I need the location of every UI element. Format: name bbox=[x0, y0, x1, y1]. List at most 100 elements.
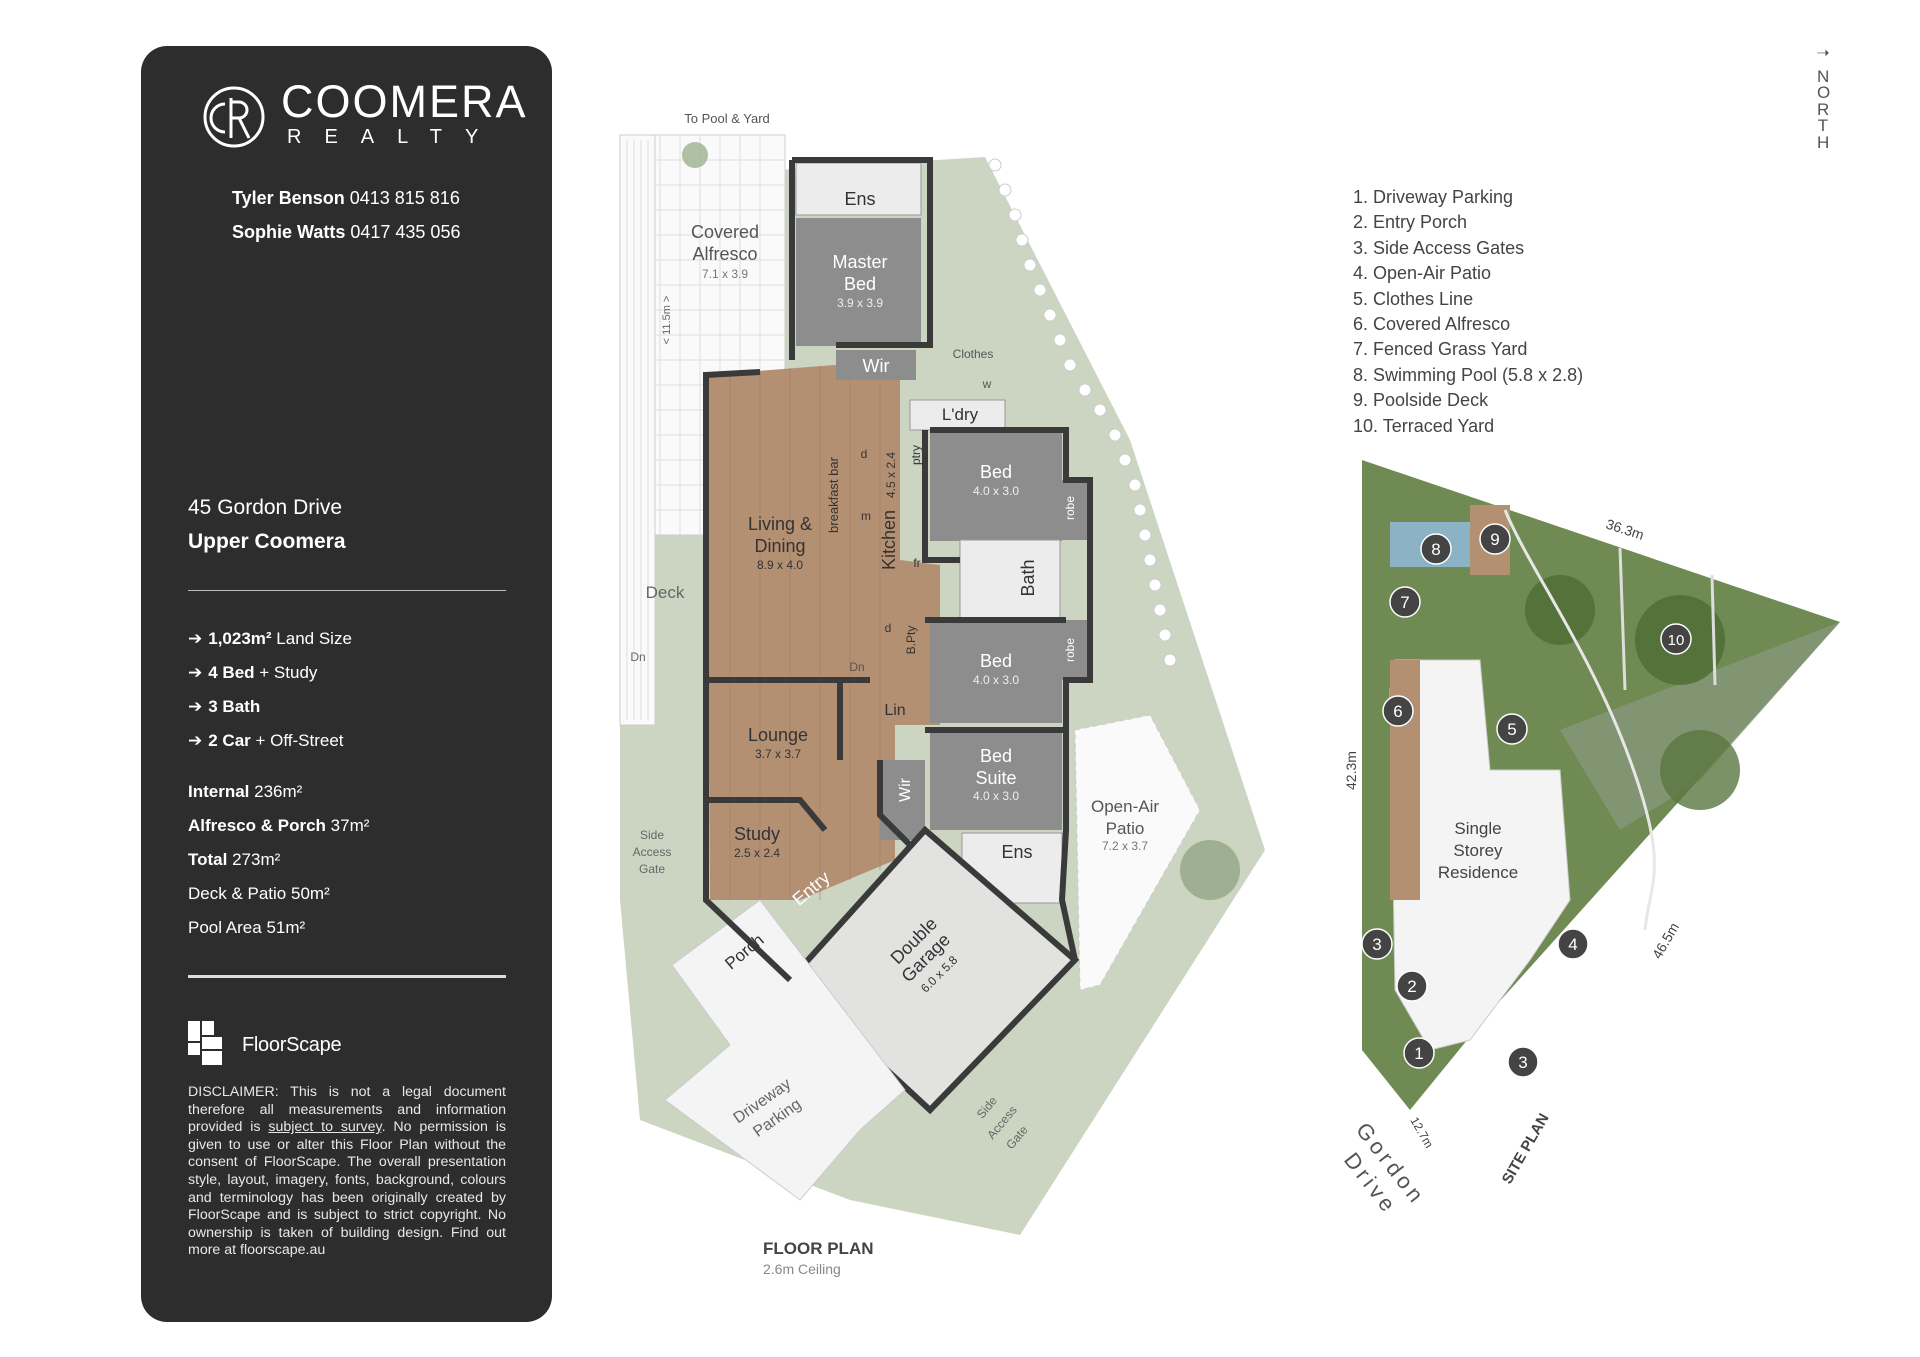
ensuite-label: Ens bbox=[844, 189, 875, 209]
bed-suite-room bbox=[930, 730, 1062, 830]
bed-suite-label: Bed bbox=[980, 746, 1012, 766]
area-total: Total 273m² bbox=[188, 850, 281, 869]
agent-2-name: Sophie Watts bbox=[232, 222, 346, 242]
svg-text:2.5 x 2.4: 2.5 x 2.4 bbox=[734, 846, 780, 860]
arrow-right-icon: ➔ bbox=[188, 629, 203, 648]
svg-text:4.5 x 2.4: 4.5 x 2.4 bbox=[884, 452, 898, 498]
legend-item: 5. Clothes Line bbox=[1353, 288, 1474, 309]
divider-thick bbox=[188, 975, 506, 978]
fridge-label: fr bbox=[913, 556, 920, 570]
legend-item: 9. Poolside Deck bbox=[1353, 390, 1489, 411]
dn-label: Dn bbox=[849, 660, 864, 674]
address-suburb: Upper Coomera bbox=[188, 530, 346, 553]
divider bbox=[188, 590, 506, 591]
wir-label: Wir bbox=[863, 356, 890, 376]
lounge-label: Lounge bbox=[748, 725, 808, 745]
legend-item: 2. Entry Porch bbox=[1353, 212, 1468, 233]
svg-text:7.2 x 3.7: 7.2 x 3.7 bbox=[1102, 839, 1148, 853]
bathroom bbox=[959, 539, 1061, 619]
svg-text:4.0 x 3.0: 4.0 x 3.0 bbox=[973, 673, 1019, 687]
d-label: d bbox=[861, 447, 868, 461]
floorscape-logo-icon bbox=[188, 1021, 222, 1065]
pantry-label: ptry bbox=[909, 445, 923, 465]
legend-item: 7. Fenced Grass Yard bbox=[1353, 339, 1528, 360]
brand-sub: REALTY bbox=[287, 126, 502, 148]
bed-1-label: Bed bbox=[980, 462, 1012, 482]
site-legend: 1. Driveway Parking 2. Entry Porch 3. Si… bbox=[1353, 185, 1583, 439]
legend-item: 8. Swimming Pool (5.8 x 2.8) bbox=[1353, 364, 1584, 385]
to-pool-label: To Pool & Yard bbox=[684, 111, 770, 126]
brand-name: COOMERA bbox=[281, 76, 528, 127]
breakfast-bar-label: breakfast bar bbox=[826, 456, 841, 533]
feature-car: ➔2 Car + Off-Street bbox=[188, 731, 344, 750]
legend-item: 10. Terraced Yard bbox=[1353, 415, 1495, 436]
svg-text:4.0 x 3.0: 4.0 x 3.0 bbox=[973, 484, 1019, 498]
ensuite-label: Ens bbox=[1001, 842, 1032, 862]
dn-label: Dn bbox=[630, 650, 645, 664]
feature-bath: ➔3 Bath bbox=[188, 697, 261, 716]
tree bbox=[682, 142, 708, 168]
arrow-right-icon: ➔ bbox=[188, 697, 203, 716]
linen-label: Lin bbox=[884, 702, 905, 719]
side-gate-label: Side bbox=[640, 828, 664, 842]
open-air-patio bbox=[1074, 714, 1201, 991]
agent-2-phone: 0417 435 056 bbox=[350, 222, 461, 242]
tree bbox=[1180, 840, 1240, 900]
svg-text:3.9 x 3.9: 3.9 x 3.9 bbox=[837, 296, 883, 310]
svg-text:3.7 x 3.7: 3.7 x 3.7 bbox=[755, 747, 801, 761]
feature-land: ➔1,023m² Land Size bbox=[188, 629, 352, 648]
floor-plan-title: FLOOR PLAN bbox=[763, 1239, 874, 1258]
svg-text:Alfresco: Alfresco bbox=[692, 244, 757, 264]
svg-text:Patio: Patio bbox=[1106, 819, 1145, 838]
svg-text:4.0 x 3.0: 4.0 x 3.0 bbox=[973, 789, 1019, 803]
floorscape-name: FloorScape bbox=[242, 1034, 342, 1056]
w-label: w bbox=[982, 377, 992, 391]
svg-text:Dining: Dining bbox=[754, 536, 805, 556]
wir-label: Wir bbox=[897, 777, 914, 802]
walls bbox=[703, 157, 1093, 983]
legend-item: 6. Covered Alfresco bbox=[1353, 314, 1511, 335]
kitchen-label: Kitchen bbox=[879, 510, 899, 570]
master-bed-room bbox=[796, 218, 921, 346]
svg-text:7.1 x 3.9: 7.1 x 3.9 bbox=[702, 267, 748, 281]
north-label: NORTH bbox=[1817, 66, 1831, 152]
d-label: d bbox=[885, 621, 892, 635]
laundry-label: L'dry bbox=[942, 405, 979, 424]
patio-label: Open-Air bbox=[1091, 797, 1159, 816]
agent-2: Sophie Watts 0417 435 056 bbox=[232, 222, 460, 243]
area-internal: Internal 236m² bbox=[188, 782, 303, 801]
master-bed-label: Master bbox=[832, 252, 887, 272]
ceiling-height: 2.6m Ceiling bbox=[763, 1261, 841, 1277]
bed-room-1 bbox=[930, 433, 1062, 541]
svg-text:Access: Access bbox=[633, 845, 672, 859]
disclaimer: DISCLAIMER: This is not a legal document… bbox=[188, 1084, 506, 1259]
legend-item: 4. Open-Air Patio bbox=[1353, 263, 1492, 284]
svg-text:Gate: Gate bbox=[639, 862, 665, 876]
deck-label: Deck bbox=[646, 583, 685, 602]
legend-item: 3. Side Access Gates bbox=[1353, 237, 1525, 258]
dimension-11-5m: < 11.5m > bbox=[661, 296, 673, 345]
arrow-right-icon: ➔ bbox=[188, 663, 203, 682]
north-indicator: ➝ NORTH bbox=[1813, 45, 1833, 152]
study-label: Study bbox=[734, 824, 780, 844]
address-street: 45 Gordon Drive bbox=[188, 496, 343, 519]
clothes-label: Clothes bbox=[953, 347, 994, 361]
bed-2-label: Bed bbox=[980, 651, 1012, 671]
svg-text:Suite: Suite bbox=[975, 768, 1016, 788]
m-label: m bbox=[861, 509, 871, 523]
agent-1-name: Tyler Benson bbox=[232, 188, 345, 208]
living-label: Living & bbox=[748, 514, 812, 534]
bed-room-2 bbox=[930, 620, 1062, 723]
coomera-realty-logo: COOMERA REALTY bbox=[201, 76, 526, 164]
svg-text:8.9 x 4.0: 8.9 x 4.0 bbox=[757, 558, 803, 572]
svg-text:Bed: Bed bbox=[844, 274, 876, 294]
legend-item: 1. Driveway Parking bbox=[1353, 187, 1514, 207]
survey-link[interactable]: subject to survey bbox=[268, 1119, 382, 1136]
driveway bbox=[664, 899, 906, 1201]
agent-1-phone: 0413 815 816 bbox=[349, 188, 460, 208]
butlers-pantry-label: B.Pty bbox=[904, 626, 918, 655]
info-panel: COOMERA REALTY Tyler Benson 0413 815 816… bbox=[141, 46, 552, 1322]
robe-label: robe bbox=[1063, 638, 1077, 662]
arrow-right-icon: ➔ bbox=[188, 731, 203, 750]
